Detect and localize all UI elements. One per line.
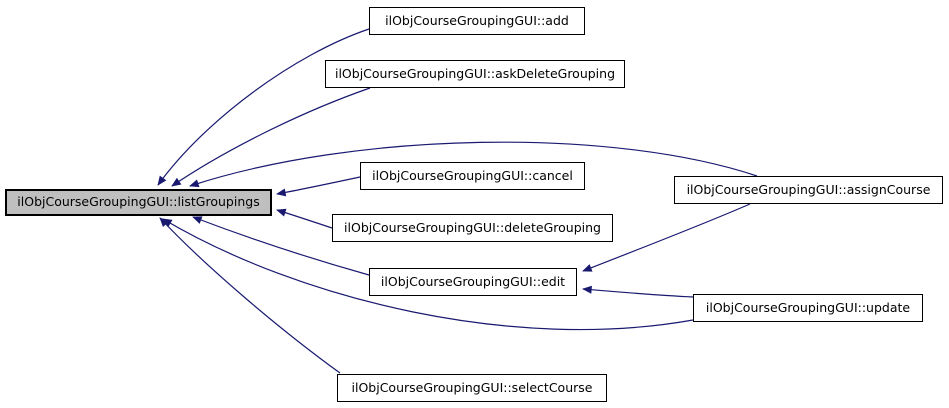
graph-node-label: ilObjCourseGroupingGUI::selectCourse <box>351 379 593 395</box>
graph-node-edit[interactable]: ilObjCourseGroupingGUI::edit <box>369 268 577 296</box>
graph-node-add[interactable]: ilObjCourseGroupingGUI::add <box>369 7 585 35</box>
edge-update-to-edit <box>582 285 694 298</box>
graph-node-label: ilObjCourseGroupingGUI::listGroupings <box>17 194 260 210</box>
graph-node-assignCourse[interactable]: ilObjCourseGroupingGUI::assignCourse <box>674 176 943 204</box>
graph-node-label: ilObjCourseGroupingGUI::update <box>705 299 911 315</box>
edge-update-to-listGroupings <box>162 218 694 331</box>
edge-edit-to-listGroupings <box>192 216 370 276</box>
edge-group <box>157 28 758 374</box>
edge-selectCourse-to-listGroupings <box>159 217 341 374</box>
edge-assignCourse-to-listGroupings <box>189 141 758 188</box>
graph-node-label: ilObjCourseGroupingGUI::assignCourse <box>686 181 931 197</box>
graph-node-cancel[interactable]: ilObjCourseGroupingGUI::cancel <box>360 162 585 190</box>
graph-node-deleteGrouping[interactable]: ilObjCourseGroupingGUI::deleteGrouping <box>332 214 613 242</box>
graph-node-label: ilObjCourseGroupingGUI::add <box>385 12 569 28</box>
graph-node-label: ilObjCourseGroupingGUI::deleteGrouping <box>344 219 601 235</box>
edge-askDeleteGrouping-to-listGroupings <box>171 87 371 187</box>
edge-cancel-to-listGroupings <box>276 176 361 197</box>
graph-node-selectCourse[interactable]: ilObjCourseGroupingGUI::selectCourse <box>337 374 607 402</box>
graph-node-label: ilObjCourseGroupingGUI::askDeleteGroupin… <box>334 65 616 81</box>
edge-assignCourse-to-edit <box>582 203 751 272</box>
graph-node-update[interactable]: ilObjCourseGroupingGUI::update <box>693 294 923 322</box>
edge-deleteGrouping-to-listGroupings <box>276 208 333 229</box>
graph-node-listGroupings: ilObjCourseGroupingGUI::listGroupings <box>5 189 272 216</box>
graph-node-askDeleteGrouping[interactable]: ilObjCourseGroupingGUI::askDeleteGroupin… <box>325 60 625 88</box>
graph-node-label: ilObjCourseGroupingGUI::edit <box>380 273 566 289</box>
graph-node-label: ilObjCourseGroupingGUI::cancel <box>372 167 573 183</box>
edge-add-to-listGroupings <box>157 28 370 186</box>
